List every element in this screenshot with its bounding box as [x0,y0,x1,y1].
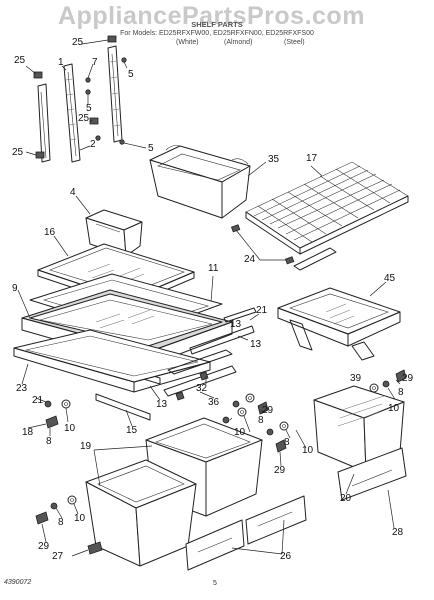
color-white: (White) [176,39,199,46]
callout-21: 21 [256,305,268,316]
model-list: For Models: ED25RFXFW00, ED25RFXFN00, ED… [120,30,314,37]
callout-13: 13 [156,399,168,410]
drawer-label-clip [71,541,103,557]
callout-1: 1 [58,57,64,68]
callout-7: 7 [92,57,98,68]
callout-29: 29 [402,373,414,384]
callout-4: 4 [70,187,76,198]
leader-11 [210,275,214,303]
callout-5: 5 [148,143,154,154]
document-code: 4390072 [4,579,32,586]
callout-36: 36 [208,397,220,408]
callout-13: 13 [230,319,242,330]
crisper-cover-bin [75,195,143,257]
callout-21: 21 [32,395,44,406]
callout-8: 8 [46,436,52,447]
callout-29: 29 [274,465,286,476]
callout-32: 32 [196,383,208,394]
crisper-divider-slides [163,349,237,401]
wire-shelf [245,161,409,255]
front-support-rod [95,393,151,427]
callout-35: 35 [268,154,280,165]
callout-45: 45 [384,273,396,284]
shelf-clips [230,224,337,271]
color-almond: (Almond) [224,39,253,46]
callout-5: 5 [128,69,134,80]
snack-bin [149,145,267,219]
callout-10: 10 [74,513,86,524]
callout-13: 13 [250,339,262,350]
shelf-ladder-rails [25,35,147,163]
callout-18: 18 [22,427,34,438]
callout-10: 10 [388,403,400,414]
callout-15: 15 [126,425,138,436]
callout-16: 16 [44,227,56,238]
callout-19: 19 [80,441,92,452]
callout-29: 29 [38,541,50,552]
callout-5: 5 [86,103,92,114]
callout-39: 39 [350,373,362,384]
callout-26: 26 [280,551,292,562]
callout-10: 10 [64,423,76,434]
callout-27: 27 [52,551,64,562]
diagram-title: SHELF PARTS [191,20,243,29]
callout-25: 25 [14,55,26,66]
callout-25: 25 [72,37,84,48]
callout-20: 20 [340,493,352,504]
fasteners [27,369,407,543]
callout-8: 8 [284,437,290,448]
callout-25: 25 [12,147,24,158]
callout-17: 17 [306,153,318,164]
crisper-drawer-fronts [185,495,307,571]
callout-24: 24 [244,254,256,265]
callout-10: 10 [234,427,246,438]
callout-8: 8 [58,517,64,528]
callout-29: 29 [262,405,274,416]
deli-drawer-cover [277,281,401,361]
callout-25: 25 [78,113,90,124]
callout-10: 10 [302,445,314,456]
deli-drawer [313,385,407,529]
callout-11: 11 [208,263,219,274]
callout-28: 28 [392,527,404,538]
page-number: 5 [213,580,217,587]
color-steel: (Steel) [284,39,305,46]
callout-2: 2 [90,139,96,150]
callout-23: 23 [16,383,28,394]
callout-9: 9 [12,283,18,294]
callout-8: 8 [258,415,264,426]
site-watermark: AppliancePartsPros.com [58,2,365,30]
callout-8: 8 [398,387,404,398]
